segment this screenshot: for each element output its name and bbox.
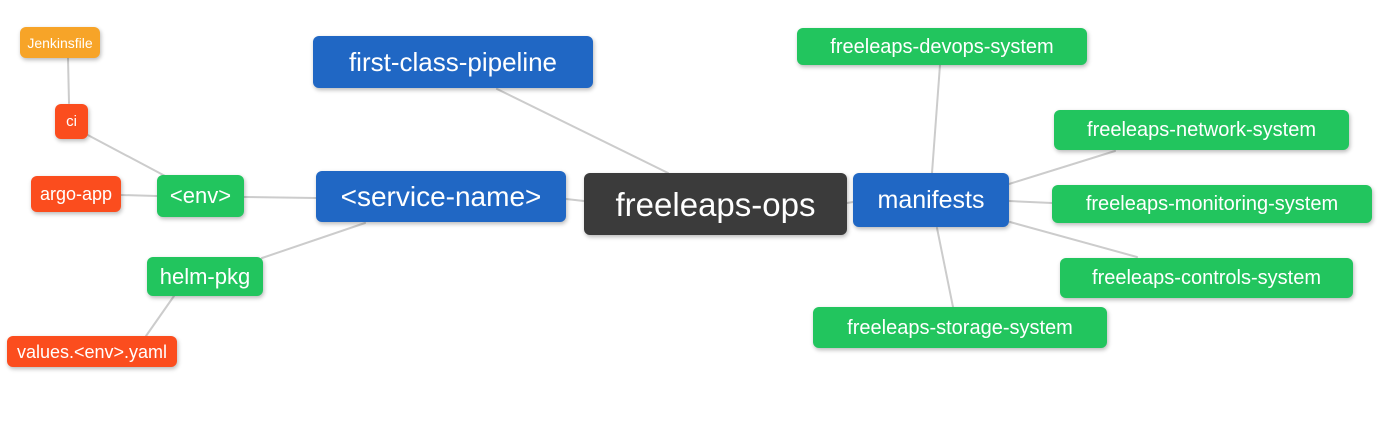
- edge-manifests-devops: [931, 64, 941, 174]
- edge-helm-pkg-values: [145, 295, 175, 337]
- edge-argo-app-env: [120, 194, 158, 197]
- edge-env-service-name: [243, 196, 317, 199]
- node-jenkinsfile[interactable]: Jenkinsfile: [20, 27, 100, 58]
- node-freeleaps-ops-root[interactable]: freeleaps-ops: [584, 173, 847, 235]
- node-first-class-pipeline[interactable]: first-class-pipeline: [313, 36, 593, 88]
- node-env[interactable]: <env>: [157, 175, 244, 217]
- edge-service-name-ops: [565, 198, 585, 202]
- node-freeleaps-monitoring-system[interactable]: freeleaps-monitoring-system: [1052, 185, 1372, 223]
- edge-manifests-controls: [1009, 221, 1138, 258]
- edge-ci-env: [83, 132, 168, 178]
- edge-manifests-monitoring: [1008, 200, 1053, 204]
- edge-pipeline-freeleaps-ops: [496, 88, 669, 174]
- node-ci[interactable]: ci: [55, 104, 88, 139]
- node-values-env-yaml[interactable]: values.<env>.yaml: [7, 336, 177, 367]
- node-freeleaps-devops-system[interactable]: freeleaps-devops-system: [797, 28, 1087, 65]
- node-freeleaps-controls-system[interactable]: freeleaps-controls-system: [1060, 258, 1353, 298]
- node-service-name[interactable]: <service-name>: [316, 171, 566, 222]
- node-freeleaps-storage-system[interactable]: freeleaps-storage-system: [813, 307, 1107, 348]
- node-freeleaps-network-system[interactable]: freeleaps-network-system: [1054, 110, 1349, 150]
- node-argo-app[interactable]: argo-app: [31, 176, 121, 212]
- edge-service-name-helm-pkg: [261, 222, 366, 259]
- edge-jenkinsfile-ci: [67, 57, 70, 104]
- node-helm-pkg[interactable]: helm-pkg: [147, 257, 263, 296]
- node-manifests[interactable]: manifests: [853, 173, 1009, 227]
- edge-manifests-storage: [936, 227, 954, 308]
- edge-ops-manifests: [846, 201, 854, 204]
- edge-manifests-network: [1008, 150, 1116, 185]
